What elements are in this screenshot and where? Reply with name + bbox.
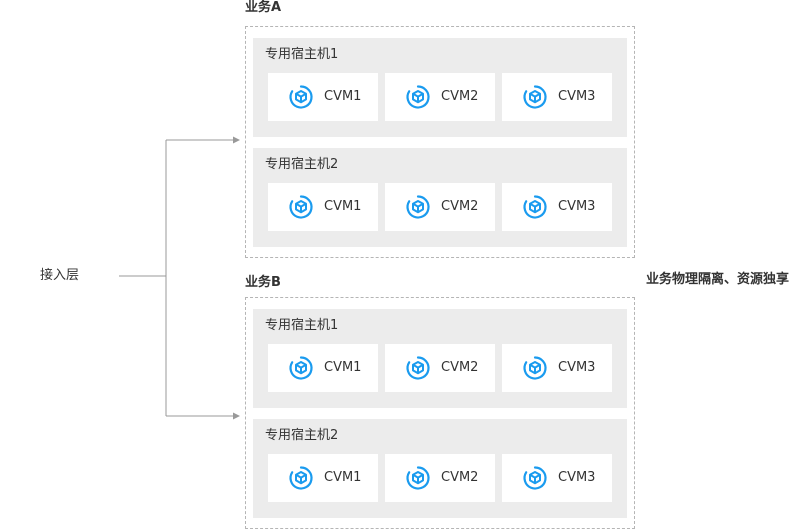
vm-label: CVM1 [324,89,362,104]
cube-icon [288,355,314,381]
host-title: 专用宿主机1 [265,318,339,333]
business-b-group: 专用宿主机1 CVM1 CVM2 CVM3 专用宿主机2 CVM1 CVM2 C… [245,297,635,529]
host-2: 专用宿主机2 CVM1 CVM2 CVM3 [253,419,627,518]
cube-icon [522,465,548,491]
cube-icon [522,355,548,381]
vm-label: CVM2 [441,360,479,375]
vm-label: CVM1 [324,199,362,214]
cube-icon [288,84,314,110]
cube-icon [405,355,431,381]
vm-card[interactable]: CVM3 [502,73,612,121]
entry-layer-label: 接入层 [40,268,80,283]
vm-card[interactable]: CVM3 [502,183,612,231]
vm-card[interactable]: CVM2 [385,183,495,231]
host-title: 专用宿主机2 [265,157,339,172]
vm-card[interactable]: CVM3 [502,454,612,502]
vm-card[interactable]: CVM1 [268,344,378,392]
cube-icon [288,465,314,491]
cube-icon [522,194,548,220]
vm-label: CVM3 [558,199,596,214]
vm-label: CVM3 [558,89,596,104]
vm-card[interactable]: CVM2 [385,73,495,121]
host-title: 专用宿主机2 [265,428,339,443]
cube-icon [405,465,431,491]
arrowhead-b-icon [233,412,240,420]
cube-icon [288,194,314,220]
vm-card[interactable]: CVM1 [268,454,378,502]
vm-card[interactable]: CVM3 [502,344,612,392]
host-2: 专用宿主机2 CVM1 CVM2 CVM3 [253,148,627,247]
vm-card[interactable]: CVM2 [385,454,495,502]
vm-label: CVM1 [324,470,362,485]
business-b-title: 业务B [245,275,281,290]
host-1: 专用宿主机1 CVM1 CVM2 CVM3 [253,38,627,137]
host-1: 专用宿主机1 CVM1 CVM2 CVM3 [253,309,627,408]
business-a-title: 业务A [245,0,282,15]
vm-card[interactable]: CVM1 [268,183,378,231]
vm-label: CVM2 [441,89,479,104]
host-title: 专用宿主机1 [265,47,339,62]
arrowhead-a-icon [233,136,240,144]
vm-label: CVM1 [324,360,362,375]
cube-icon [522,84,548,110]
isolation-note: 业务物理隔离、资源独享 [646,272,790,287]
vm-card[interactable]: CVM2 [385,344,495,392]
cube-icon [405,194,431,220]
vm-label: CVM2 [441,199,479,214]
cube-icon [405,84,431,110]
vm-label: CVM3 [558,470,596,485]
vm-label: CVM2 [441,470,479,485]
vm-label: CVM3 [558,360,596,375]
business-a-group: 专用宿主机1 CVM1 CVM2 CVM3 专用宿主机2 CVM1 CVM2 C… [245,26,635,258]
vm-card[interactable]: CVM1 [268,73,378,121]
